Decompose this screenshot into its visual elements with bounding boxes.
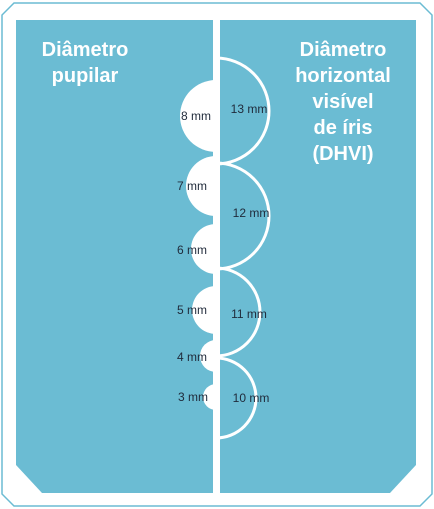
pupil-size-label: 4 mm bbox=[177, 350, 207, 364]
pupil-gauge-group: 8 mm 7 mm 6 mm 5 mm 4 mm 3 mm bbox=[177, 80, 216, 410]
iris-size-label: 13 mm bbox=[231, 102, 268, 116]
iris-size-arc bbox=[215, 56, 271, 166]
iris-size-label: 11 mm bbox=[231, 307, 267, 321]
pupil-size-label: 8 mm bbox=[181, 109, 211, 123]
center-divider bbox=[214, 20, 219, 493]
iris-size-arc bbox=[215, 356, 258, 440]
pupil-size-disc bbox=[200, 340, 216, 372]
iris-size-label: 10 mm bbox=[233, 391, 270, 405]
pupil-size-disc bbox=[180, 80, 216, 152]
pupil-size-label: 5 mm bbox=[177, 303, 207, 317]
iris-gauge-group: 13 mm 12 mm 11 mm 10 mm bbox=[215, 56, 271, 440]
iris-panel bbox=[220, 20, 416, 493]
pupil-size-label: 6 mm bbox=[177, 243, 207, 257]
iris-size-label: 12 mm bbox=[233, 206, 270, 220]
iris-size-arc bbox=[215, 161, 271, 271]
pupil-size-disc bbox=[203, 384, 216, 410]
pupil-size-label: 3 mm bbox=[178, 390, 208, 404]
iris-size-arc bbox=[215, 266, 262, 358]
iris-diameter-title: Diâmetro horizontal visível de íris (DHV… bbox=[295, 39, 391, 165]
pupil-size-disc bbox=[192, 286, 216, 334]
pupil-panel bbox=[16, 20, 213, 493]
pupil-size-disc bbox=[191, 224, 216, 274]
pupil-size-disc bbox=[186, 156, 216, 216]
pupil-diameter-title: Diâmetro pupilar bbox=[41, 39, 129, 87]
pupil-size-label: 7 mm bbox=[177, 179, 207, 193]
